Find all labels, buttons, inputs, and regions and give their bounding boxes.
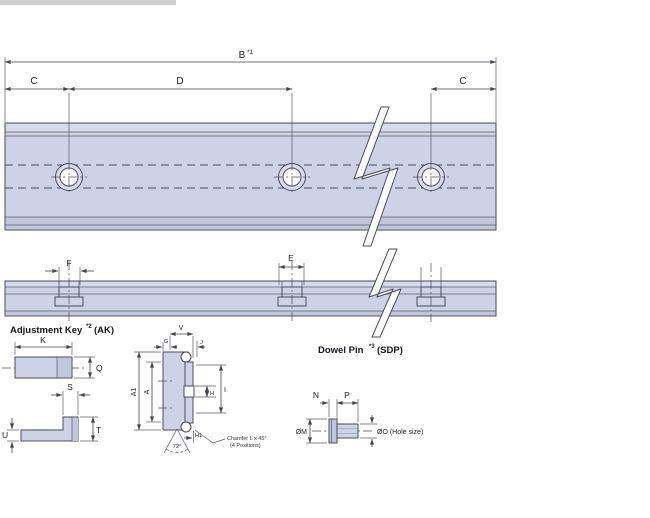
dim-label-g: G xyxy=(164,339,169,345)
dim-label-i: I xyxy=(224,387,226,394)
adjustment-key-top-view: K Q xyxy=(2,335,103,379)
counterbore-slot-1 xyxy=(54,261,84,322)
adjustment-key-side-view: S T U xyxy=(2,382,101,453)
dim-label-o: ØO (Hole size) xyxy=(377,429,423,436)
dim-label-a1: A1 xyxy=(131,388,138,397)
dim-label-d: D xyxy=(176,76,183,87)
dim-label-p: P xyxy=(344,390,350,400)
dim-label-h1: H1 xyxy=(195,433,202,439)
rail-cross-section-detail: A1 A V G J H I H1 xyxy=(131,325,267,454)
dim-label-t: T xyxy=(96,425,101,435)
top-view-dimensions: B *1 C D C xyxy=(4,49,497,162)
dim-label-f: F xyxy=(66,258,71,268)
dim-label-b-sup: *1 xyxy=(247,49,254,56)
side-view-dimensions: F E xyxy=(45,253,305,285)
mounting-hole-3 xyxy=(413,161,449,193)
dim-label-b: B xyxy=(239,50,246,61)
dim-label-n: N xyxy=(313,390,319,400)
dim-label-c-left: C xyxy=(30,76,37,87)
angle-label-72: 72° xyxy=(173,444,182,450)
counterbore-slot-3 xyxy=(416,263,446,322)
dowel-pin-drawing: N P ØM ØO (Hole size) xyxy=(296,390,423,447)
dim-label-e: E xyxy=(288,253,294,263)
rail-top-view xyxy=(4,106,497,247)
dim-label-m: ØM xyxy=(296,429,307,436)
dim-label-q: Q xyxy=(96,363,103,373)
vee-angle: 72° xyxy=(163,428,191,454)
dim-label-v: V xyxy=(179,325,184,332)
dim-label-h: H xyxy=(210,391,214,397)
cross-section-profile xyxy=(158,351,195,433)
dowel-pin-title-suffix: (SDP) xyxy=(377,345,403,356)
adjustment-key-detail: Adjustment Key *2 (AK) K Q xyxy=(2,324,114,453)
chamfer-note-line1: Chamfer L x 45° xyxy=(227,436,267,442)
dowel-pin-title-sup: *3 xyxy=(369,344,375,350)
adjustment-key-title-sup: *2 xyxy=(86,324,92,330)
page-edge-strip xyxy=(0,0,176,5)
break-symbol-side-view xyxy=(368,248,402,338)
dim-label-k: K xyxy=(40,335,46,345)
mounting-hole-2 xyxy=(274,161,310,193)
dim-label-j: J xyxy=(200,340,203,346)
dim-label-a: A xyxy=(144,389,151,394)
chamfer-note: Chamfer L x 45° (4 Positions) xyxy=(194,429,267,449)
adjustment-key-title-suffix: (AK) xyxy=(94,325,114,336)
rail-side-view xyxy=(4,248,497,338)
counterbore-slot-2 xyxy=(277,261,307,322)
chamfer-note-line2: (4 Positions) xyxy=(230,443,261,449)
dim-label-c-right: C xyxy=(459,76,466,87)
dim-label-s: S xyxy=(67,382,73,392)
dowel-pin-detail: Dowel Pin *3 (SDP) N P ØM xyxy=(296,344,423,447)
dowel-pin-title: Dowel Pin xyxy=(318,345,364,356)
dim-label-u: U xyxy=(2,430,8,440)
mounting-hole-1 xyxy=(51,161,87,193)
adjustment-key-title: Adjustment Key xyxy=(10,325,83,336)
break-symbol-top-view xyxy=(353,106,399,247)
